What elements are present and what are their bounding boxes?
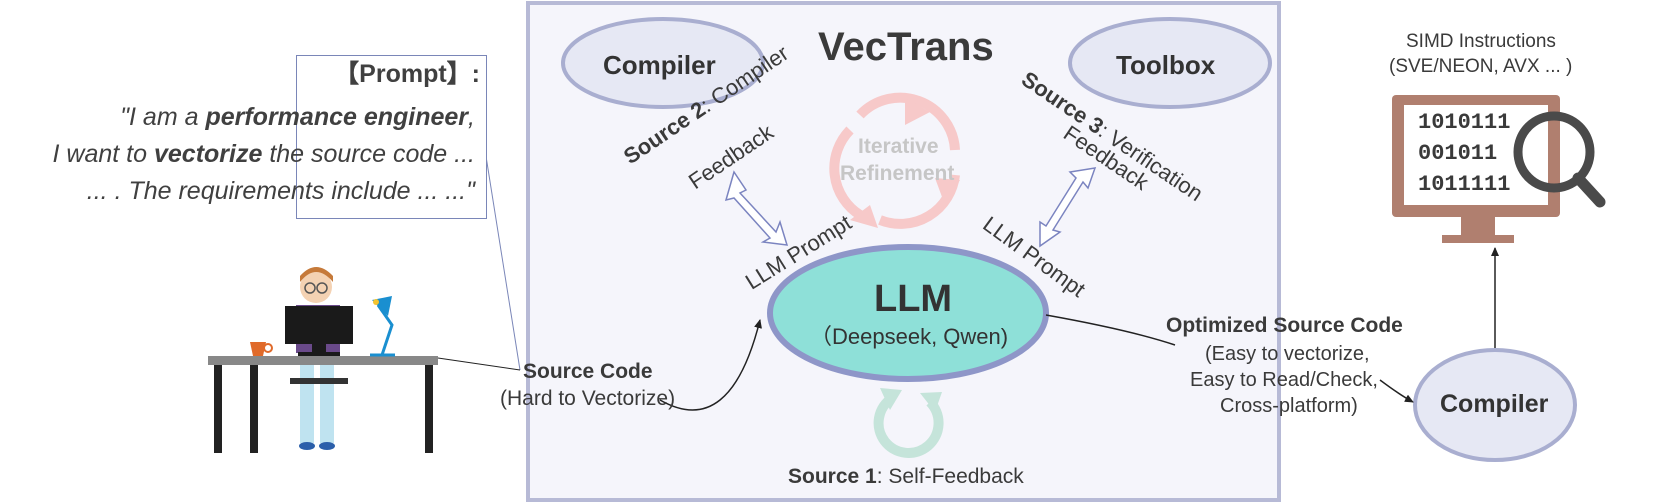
prompt-line1-bold: performance engineer — [205, 103, 469, 131]
prompt-header: 【Prompt】: — [334, 60, 480, 88]
iterative-label: Iterative — [858, 135, 939, 158]
prompt-line-2: I want to vectorize the source code ... — [53, 140, 475, 169]
source1-bold: Source 1 — [788, 465, 877, 488]
source1-rest: : Self-Feedback — [876, 465, 1024, 488]
magnifier-icon — [1513, 111, 1606, 208]
compiler-feedback-arrow — [724, 170, 789, 246]
simd-label-2: (SVE/NEON, AVX ... ) — [1389, 56, 1573, 77]
simd-label-1: SIMD Instructions — [1406, 31, 1556, 52]
optimized-line-3: Cross-platform) — [1220, 395, 1358, 417]
prompt-line2-bold: vectorize — [153, 140, 263, 168]
verification-feedback-arrow — [1039, 167, 1097, 248]
compiler-top-label: Compiler — [603, 50, 716, 80]
source-code-sub: (Hard to Vectorize) — [500, 387, 676, 410]
vectrans-title: VecTrans — [818, 25, 994, 69]
prompt-line2-a: I want to — [52, 140, 154, 168]
compiler-right-node — [1413, 348, 1577, 462]
llm-models-label: （Deepseek, Qwen) — [810, 324, 1009, 349]
binary-line-1: 1010111 — [1418, 110, 1511, 135]
refinement-label: Refinement — [840, 162, 955, 185]
binary-line-3: 1011111 — [1418, 172, 1511, 197]
prompt-line-1: "I am a performance engineer, — [120, 103, 475, 132]
source1-label: Source 1: Self-Feedback — [788, 466, 1024, 487]
llm-node — [767, 244, 1049, 382]
optimized-line-2: Easy to Read/Check, — [1190, 369, 1378, 391]
toolbox-node — [1068, 17, 1272, 109]
binary-line-2: 001011 — [1418, 141, 1498, 166]
llm-to-optimized-line — [1045, 314, 1176, 346]
prompt-line1-c: , — [468, 103, 475, 131]
monitor-icon — [1392, 95, 1560, 243]
optimized-code-label: Optimized Source Code — [1166, 314, 1403, 337]
llm-label: LLM — [874, 278, 953, 320]
compiler-top-node — [561, 17, 765, 109]
prompt-line2-c: the source code ... — [262, 140, 475, 168]
self-feedback-icon — [873, 393, 944, 458]
toolbox-label: Toolbox — [1116, 50, 1216, 80]
prompt-line-3: ... . The requirements include ... ..." — [86, 177, 475, 205]
developer-illustration — [208, 267, 438, 453]
optimized-to-compiler-arrow — [1379, 379, 1414, 403]
desk-connector — [437, 357, 521, 371]
optimized-line-1: (Easy to vectorize, — [1205, 343, 1370, 365]
prompt-line1-a: "I am a — [120, 103, 206, 131]
source-code-label: Source Code — [523, 360, 653, 383]
compiler-right-label: Compiler — [1440, 390, 1549, 418]
prompt-callout — [296, 55, 487, 219]
source-to-llm-arrow — [659, 319, 762, 411]
prompt-pointer — [484, 149, 521, 371]
